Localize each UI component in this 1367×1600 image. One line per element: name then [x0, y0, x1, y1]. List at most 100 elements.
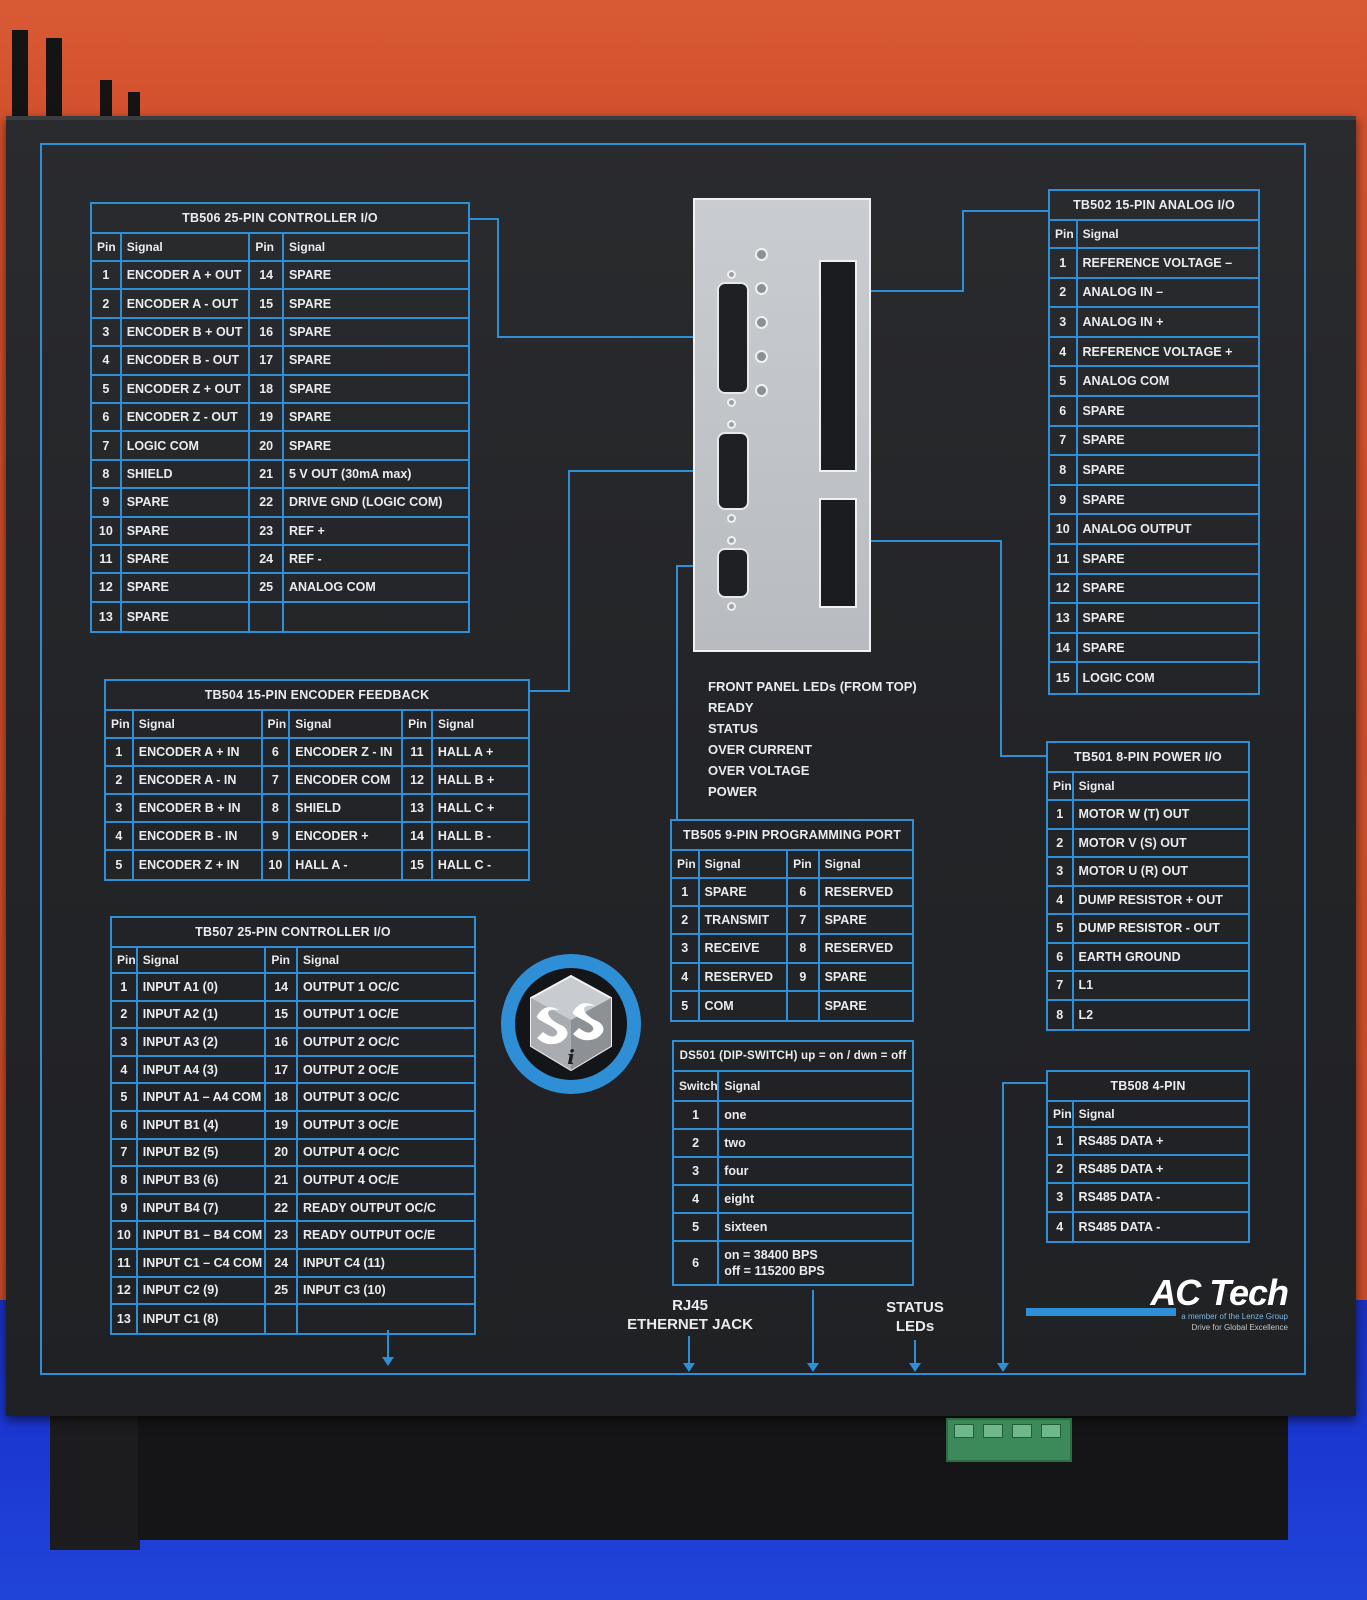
signal-name: SPARE — [122, 489, 251, 516]
signal-name: OUTPUT 1 OC/E — [302, 1007, 399, 1022]
signal-name: READY OUTPUT OC/C — [302, 1200, 437, 1215]
signal-name: RS485 DATA - — [1078, 1219, 1161, 1234]
pin-number: 5 — [112, 1084, 138, 1110]
tb505-connector[interactable] — [717, 548, 749, 598]
tb504-connector[interactable] — [717, 432, 749, 510]
signal-name: INPUT A1 (0) — [138, 974, 267, 1000]
pin-number: 14 — [266, 974, 298, 1000]
signal-name: eight — [724, 1192, 755, 1206]
column-header: Signal — [700, 851, 789, 877]
signal-name: ENCODER Z - IN — [290, 739, 404, 765]
pin-number: 1 — [674, 1102, 720, 1128]
signal-name: OUTPUT 2 OC/E — [302, 1062, 399, 1077]
signal-name: SPARE — [824, 998, 867, 1013]
signal-name: INPUT B1 (4) — [138, 1111, 267, 1138]
signal-name: INPUT B1 – B4 COM — [138, 1222, 267, 1248]
signal-name: SPARE — [122, 517, 251, 544]
pin-number: 3 — [1048, 858, 1074, 885]
pin-number: 4 — [674, 1186, 720, 1212]
tb506-connector[interactable] — [717, 282, 749, 394]
pin-number: 6 — [263, 739, 291, 765]
pin-number: 15 — [1050, 663, 1078, 693]
signal-name: ENCODER B - OUT — [122, 347, 251, 374]
leader-line — [468, 218, 498, 220]
signal-name: ENCODER Z - OUT — [122, 403, 251, 431]
pin-number: 14 — [1050, 633, 1078, 662]
faceplate-border — [40, 143, 1306, 1375]
pin-number: 8 — [1050, 456, 1078, 484]
pin-number: 4 — [1048, 1212, 1074, 1241]
signal-name: MOTOR W (T) OUT — [1078, 807, 1190, 822]
pin-number: 13 — [1050, 604, 1078, 632]
table-row: 4 RS485 DATA - — [1048, 1212, 1248, 1241]
pin-number: 4 — [106, 823, 134, 849]
signal-name: REFERENCE VOLTAGE – — [1082, 255, 1233, 270]
column-header: Pin — [250, 234, 285, 260]
panel-screw — [727, 270, 736, 279]
panel-screw — [727, 602, 736, 611]
tb502-terminal-slot[interactable] — [819, 260, 857, 472]
status-label-line2: LEDs — [895, 1318, 935, 1335]
pin-number: 3 — [672, 935, 700, 962]
tb501-terminal-slot[interactable] — [819, 498, 857, 608]
table-row: 15 LOGIC COM — [1050, 663, 1258, 693]
signal-name: ANALOG OUTPUT — [1082, 522, 1192, 537]
pin-number: 1 — [92, 262, 122, 289]
column-header: Signal — [824, 857, 861, 871]
leader-line — [836, 540, 1002, 542]
signal-name: INPUT B2 (5) — [138, 1139, 267, 1166]
column-header: Pin — [263, 711, 291, 737]
brand-accent-bar — [1026, 1308, 1176, 1316]
status-label-line1: STATUS — [886, 1299, 944, 1316]
signal-name: ENCODER A - IN — [134, 767, 263, 793]
led-legend-item: READY — [708, 700, 754, 715]
signal-name: INPUT A4 (3) — [138, 1056, 267, 1083]
signal-name: DUMP RESISTOR + OUT — [1078, 892, 1223, 907]
signal-name: ANALOG IN – — [1082, 285, 1164, 300]
signal-name: LOGIC COM — [122, 432, 251, 459]
signal-name: SPARE — [122, 602, 251, 632]
panel-screw — [727, 420, 736, 429]
pin-number: 7 — [92, 432, 122, 459]
pin-number: 3 — [106, 795, 134, 821]
panel-screw — [727, 514, 736, 523]
signal-name: LOGIC COM — [1082, 671, 1155, 686]
leader-line — [568, 470, 570, 692]
table-title: TB506 25-PIN CONTROLLER I/O — [92, 204, 468, 234]
pin-number: 6 — [1048, 943, 1074, 970]
signal-name: TRANSMIT — [700, 907, 789, 934]
pin-number: 9 — [263, 823, 291, 849]
signal-name: DUMP RESISTOR - OUT — [1078, 921, 1220, 936]
pin-number: 17 — [266, 1056, 298, 1083]
pin-number: 3 — [112, 1029, 138, 1055]
signal-name: INPUT B3 (6) — [138, 1167, 267, 1193]
leader-line — [840, 290, 964, 292]
column-header: Switch — [674, 1072, 720, 1100]
pin-number: 11 — [112, 1249, 138, 1276]
table-row: 3 MOTOR U (R) OUT — [1048, 858, 1248, 887]
signal-name: SPARE — [122, 574, 251, 601]
signal-name: MOTOR U (R) OUT — [1078, 864, 1188, 879]
signal-name: MOTOR V (S) OUT — [1078, 835, 1187, 850]
